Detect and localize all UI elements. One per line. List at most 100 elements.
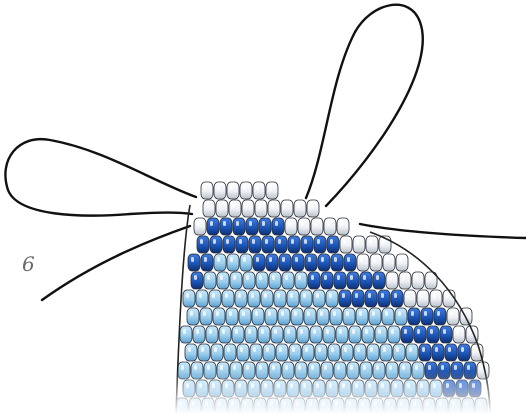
bead [353, 236, 365, 253]
bead-highlight [437, 311, 440, 316]
bead-highlight [288, 221, 291, 226]
bead [200, 308, 212, 325]
bead-highlight [258, 203, 261, 208]
bead [276, 344, 288, 361]
bead-highlight [278, 239, 281, 244]
bead [187, 308, 199, 325]
bead [287, 290, 299, 307]
bead-highlight [308, 257, 311, 262]
bead [213, 308, 225, 325]
bead-highlight [225, 293, 228, 298]
bead [434, 308, 446, 325]
bead [209, 290, 221, 307]
bead-highlight [210, 221, 213, 226]
bead-highlight [300, 329, 303, 334]
bead-highlight [376, 365, 379, 370]
bead [281, 200, 293, 217]
bead-highlight [441, 365, 444, 370]
thread-loop-right-icon [306, 5, 423, 206]
bead [214, 254, 226, 271]
bead [349, 326, 361, 343]
bead [243, 272, 255, 289]
bead-highlight [214, 347, 217, 352]
bead-highlight [259, 365, 262, 370]
bead-highlight [415, 365, 418, 370]
bead-highlight [238, 293, 241, 298]
bead [343, 308, 355, 325]
thread-group [5, 5, 526, 300]
bead-highlight [281, 311, 284, 316]
bead [259, 218, 271, 235]
bead-highlight [239, 239, 242, 244]
bead [331, 254, 343, 271]
bead [256, 272, 268, 289]
bead [419, 344, 431, 361]
bead-highlight [298, 275, 301, 280]
bead [396, 254, 408, 271]
bead [230, 272, 242, 289]
bead [314, 236, 326, 253]
bead [432, 344, 444, 361]
bead-highlight [279, 347, 282, 352]
bead-highlight [383, 347, 386, 352]
bead [278, 308, 290, 325]
bead-highlight [217, 185, 220, 190]
bead [339, 290, 351, 307]
bead [327, 236, 339, 253]
bead-highlight [350, 275, 353, 280]
bead [193, 326, 205, 343]
bead [417, 290, 429, 307]
bead-highlight [424, 311, 427, 316]
bead-highlight [282, 257, 285, 262]
bead [229, 200, 241, 217]
bead-highlight [333, 311, 336, 316]
bead-highlight [253, 347, 256, 352]
bead-highlight [456, 329, 459, 334]
bead-highlight [236, 221, 239, 226]
bead-highlight [304, 239, 307, 244]
bead [334, 272, 346, 289]
bead [185, 344, 197, 361]
bead-highlight [272, 275, 275, 280]
bead [304, 308, 316, 325]
bead-highlight [305, 347, 308, 352]
bead-highlight [402, 365, 405, 370]
bead-highlight [357, 347, 360, 352]
bead-highlight [204, 185, 207, 190]
bead [279, 254, 291, 271]
bead [263, 344, 275, 361]
bead-highlight [435, 347, 438, 352]
bead-highlight [248, 329, 251, 334]
bead-highlight [415, 275, 418, 280]
bead [282, 272, 294, 289]
bead-highlight [261, 329, 264, 334]
bead-highlight [360, 257, 363, 262]
bead-highlight [194, 365, 197, 370]
bead-highlight [386, 257, 389, 262]
bead-highlight [324, 365, 327, 370]
bead [239, 308, 251, 325]
bead-highlight [409, 347, 412, 352]
bead [262, 236, 274, 253]
bead [380, 344, 392, 361]
bead-highlight [370, 347, 373, 352]
bead [219, 326, 231, 343]
bead-highlight [227, 347, 230, 352]
bead [266, 182, 278, 199]
bead-highlight [246, 275, 249, 280]
bead-highlight [389, 275, 392, 280]
bead-highlight [307, 311, 310, 316]
bead-highlight [359, 311, 362, 316]
bead-highlight [330, 239, 333, 244]
bead-highlight [430, 329, 433, 334]
bead-highlight [301, 221, 304, 226]
bead-highlight [186, 293, 189, 298]
bead [307, 200, 319, 217]
bead [204, 272, 216, 289]
bead-highlight [355, 293, 358, 298]
bead [284, 326, 296, 343]
bead-highlight [207, 365, 210, 370]
bead-highlight [290, 293, 293, 298]
bead [328, 344, 340, 361]
bead [198, 344, 210, 361]
